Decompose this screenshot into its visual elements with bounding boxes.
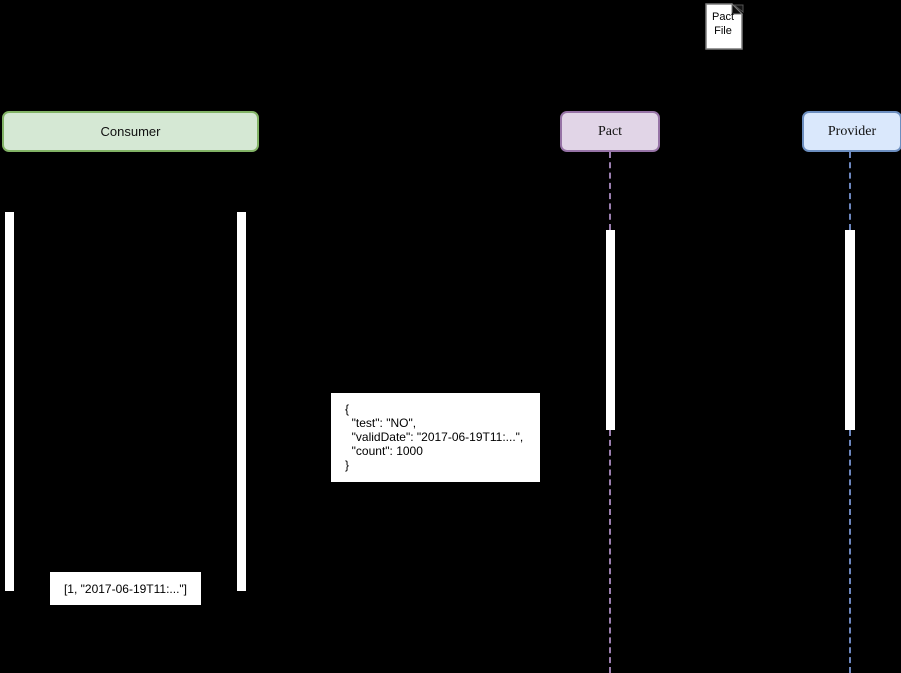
participant-consumer-label: Consumer bbox=[100, 124, 161, 139]
participant-provider-label: Provider bbox=[827, 123, 877, 139]
json-note-line: "count": 1000 bbox=[345, 444, 423, 458]
result-value-label: [1, "2017-06-19T11:..."] bbox=[50, 572, 201, 605]
participant-consumer: Consumer bbox=[2, 111, 259, 152]
pact-file-icon: Pact File bbox=[705, 3, 745, 50]
consumer-activation-bar-right bbox=[237, 212, 246, 591]
pact-file-label: Pact File bbox=[711, 11, 734, 37]
pact-activation-bar bbox=[606, 230, 615, 430]
consumer-activation-bar-left bbox=[5, 212, 14, 591]
provider-lifeline-upper bbox=[849, 152, 851, 230]
provider-activation-bar bbox=[845, 230, 855, 430]
json-note-line: } bbox=[345, 458, 350, 472]
json-note-line: { bbox=[345, 402, 350, 416]
json-note-line: "test": "NO", bbox=[345, 416, 417, 430]
result-value-text: [1, "2017-06-19T11:..."] bbox=[63, 581, 188, 596]
json-payload-note: { "test": "NO", "validDate": "2017-06-19… bbox=[331, 393, 540, 482]
document-shape-icon bbox=[705, 3, 744, 50]
participant-pact: Pact bbox=[560, 111, 660, 152]
pact-lifeline-upper bbox=[609, 152, 611, 230]
pact-lifeline-lower bbox=[609, 430, 611, 673]
json-note-line: "validDate": "2017-06-19T11:...", bbox=[345, 430, 524, 444]
participant-provider: Provider bbox=[802, 111, 901, 152]
participant-pact-label: Pact bbox=[597, 123, 623, 139]
provider-lifeline-lower bbox=[849, 430, 851, 673]
